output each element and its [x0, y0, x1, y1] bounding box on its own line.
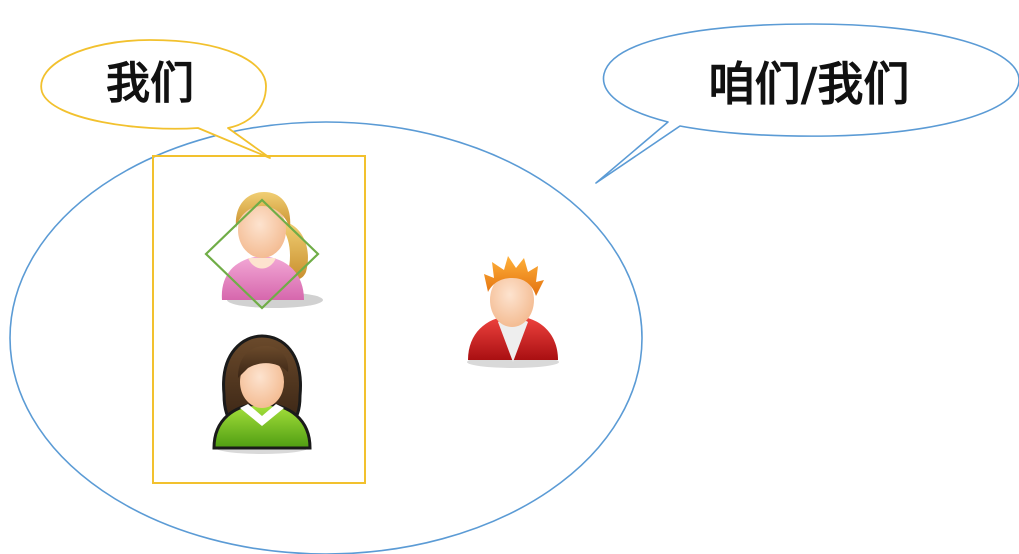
exclusive-speech-bubble: [40, 39, 271, 159]
inclusive-group-circle: [9, 121, 643, 554]
inclusive-speech-bubble: [595, 23, 1019, 184]
female-speaker-icon: [221, 192, 323, 308]
inclusive-bubble-label: 咱们/我们: [709, 57, 910, 111]
female-companion-icon: [212, 334, 312, 454]
male-listener-icon: [467, 256, 559, 368]
speaker-highlight-diamond: [204, 198, 320, 310]
exclusive-bubble-label: 我们: [106, 58, 194, 109]
exclusive-group-box: [152, 155, 366, 484]
